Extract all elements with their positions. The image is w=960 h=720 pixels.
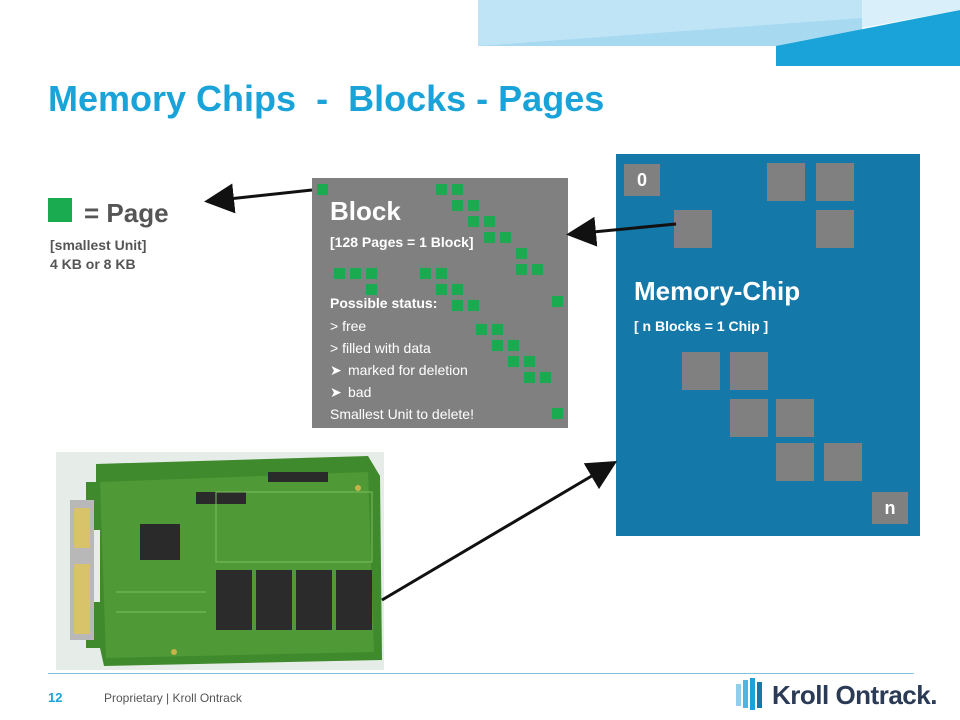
chip-block xyxy=(776,399,814,437)
kroll-logo-icon xyxy=(736,678,762,710)
page-legend-description: [smallest Unit] 4 KB or 8 KB xyxy=(50,236,146,274)
arrow-left-icon xyxy=(566,216,677,247)
block-status-filled: > filled with data xyxy=(330,340,431,356)
ssd-board-drawing xyxy=(70,456,382,666)
header-banner xyxy=(478,0,960,66)
check-arrow-bullet-icon: ➤ xyxy=(330,362,342,378)
chip-title: Memory-Chip xyxy=(634,276,801,306)
arrow-up-right-icon xyxy=(381,460,618,602)
block-status-title: Possible status: xyxy=(330,295,438,311)
page-legend-square xyxy=(48,198,72,222)
chip-block xyxy=(767,163,805,201)
footer-text: Proprietary | Kroll Ontrack xyxy=(104,691,242,705)
arrow-left-icon xyxy=(204,183,313,214)
block-title: Block xyxy=(330,196,401,226)
chip-first-block-label: 0 xyxy=(624,164,660,196)
memory-chip-diagram: 0 Memory-Chip [ n Blocks = 1 Chip ] n xyxy=(616,154,920,536)
page-legend-line1: [smallest Unit] xyxy=(50,237,147,253)
block-status-bad: ➤bad xyxy=(330,384,372,400)
chip-subtitle: [ n Blocks = 1 Chip ] xyxy=(634,318,769,334)
chip-block xyxy=(730,352,768,390)
page-number: 12 xyxy=(48,690,63,705)
ssd-board-image xyxy=(56,452,384,670)
block-subtitle: [128 Pages = 1 Block] xyxy=(330,234,474,250)
chip-last-block-label: n xyxy=(872,492,908,524)
chip-block xyxy=(816,163,854,201)
block-status-note: Smallest Unit to delete! xyxy=(330,406,474,422)
block-diagram: Block [128 Pages = 1 Block] Possible sta… xyxy=(312,178,568,428)
chip-block xyxy=(824,443,862,481)
chip-block xyxy=(816,210,854,248)
footer-divider xyxy=(48,673,914,674)
page-legend-line2: 4 KB or 8 KB xyxy=(50,256,136,272)
check-arrow-bullet-icon: ➤ xyxy=(330,384,342,400)
chip-block xyxy=(674,210,712,248)
footer-logo-text: Kroll Ontrack. xyxy=(772,680,937,710)
block-status-free: > free xyxy=(330,318,367,334)
page-title: Memory Chips - Blocks - Pages xyxy=(48,78,605,119)
chip-block xyxy=(730,399,768,437)
chip-block xyxy=(682,352,720,390)
chip-block xyxy=(776,443,814,481)
block-status-marked: ➤marked for deletion xyxy=(330,362,468,378)
page-legend-label: = Page xyxy=(84,198,169,228)
